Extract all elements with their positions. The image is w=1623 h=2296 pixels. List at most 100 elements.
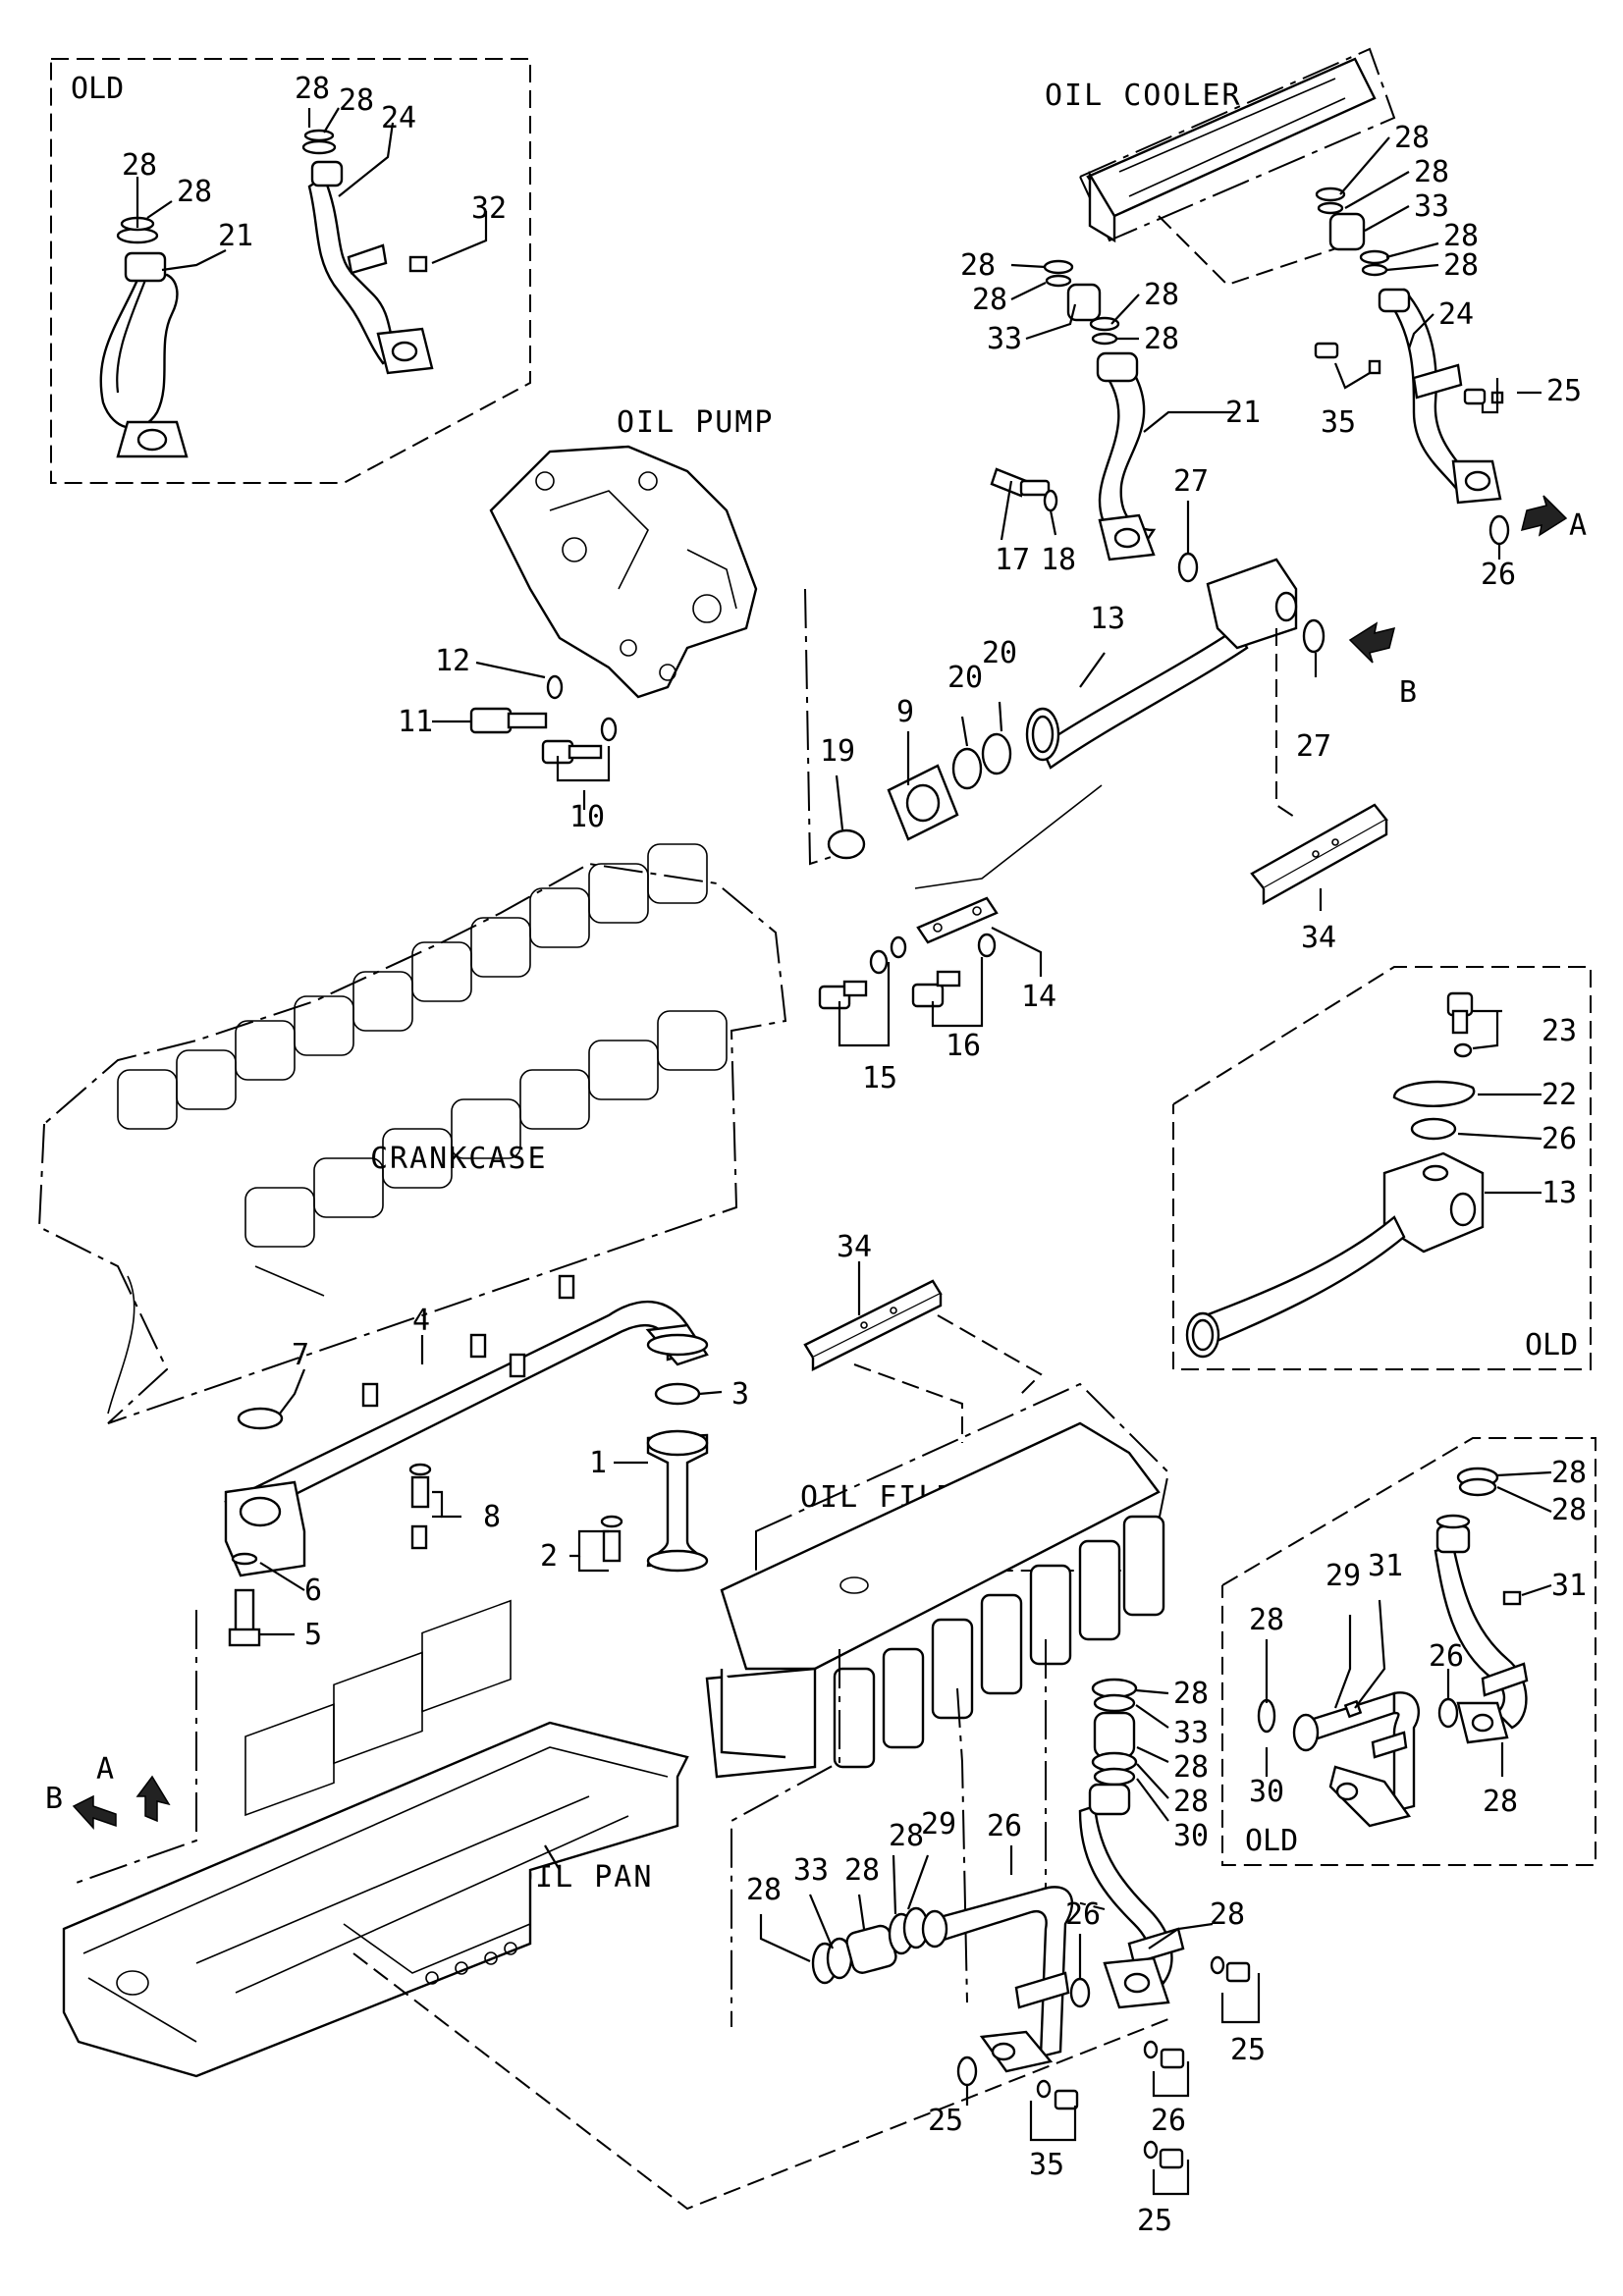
pipe-4-flange (646, 1333, 709, 1357)
callout-28: 28 (1144, 322, 1179, 356)
oil-cooler-assembly: OIL COOLER (960, 47, 1587, 592)
callout-26: 25 (928, 2104, 963, 2138)
callout-20: 20 (947, 661, 983, 695)
callout-24: 24 (381, 101, 416, 135)
callout-26: 26 (1429, 1639, 1464, 1674)
connector-33-left (1066, 283, 1102, 322)
callout-28: 28 (1394, 121, 1430, 155)
o-ring-20a (951, 747, 983, 790)
callout-28: 28 (177, 175, 212, 209)
callout-3: 3 (731, 1377, 749, 1412)
oil-pipe-24-old (307, 175, 400, 365)
callout-6: 6 (304, 1574, 322, 1608)
oil-pipe-13 (1039, 626, 1249, 770)
callout-22: 22 (1542, 1078, 1577, 1112)
callout-28: 28 (889, 1819, 924, 1853)
suction-pipe-4-assembly: 7 4 3 1 8 2 6 5 34 (70, 1230, 1043, 1886)
callout-34: 34 (1301, 921, 1336, 955)
callout-20: 20 (982, 636, 1017, 670)
oil-pump-assembly: OIL PUMP 12 11 10 (398, 405, 847, 866)
callout-23: 23 (1542, 1014, 1577, 1048)
callout-12: 12 (435, 644, 470, 678)
old-inset-right-mid: OLD 23 22 26 13 (1172, 966, 1592, 1370)
direction-label-a: A (96, 1752, 114, 1787)
callout-28: 28 (1144, 278, 1179, 312)
bolt-25 (1463, 388, 1487, 405)
callout-28: 33 (1173, 1716, 1209, 1750)
plug-28 (1257, 1698, 1276, 1734)
callout-13: 13 (1542, 1176, 1577, 1210)
callout-27: 27 (1296, 729, 1331, 764)
callout-28: 28 (746, 1873, 782, 1907)
callout-5: 5 (304, 1618, 322, 1652)
oil-pump-body (489, 445, 758, 699)
callout-28: 28 (295, 72, 330, 106)
callout-28: 28 (1551, 1493, 1587, 1527)
bolt-31-old (1502, 1590, 1522, 1606)
callout-8: 8 (483, 1500, 501, 1534)
callout-28: 30 (1173, 1819, 1209, 1853)
callout-29: 29 (1325, 1559, 1361, 1593)
direction-arrow-b (72, 1794, 117, 1830)
oil-pan-body (62, 1721, 689, 2078)
callout-25: 25 (1546, 374, 1582, 408)
oil-pan: OIL PAN A B (45, 1599, 1174, 2211)
callout-31: 31 (1551, 1569, 1587, 1603)
oil-filter-housing (720, 1421, 1161, 1671)
direction-label-a: A (1569, 508, 1587, 543)
callout-30: 28 (1210, 1897, 1245, 1932)
callout-25: 26 (1151, 2104, 1186, 2138)
callout-13: 13 (1090, 602, 1125, 636)
plate-34-lower (803, 1279, 943, 1360)
o-ring-3 (654, 1382, 701, 1406)
o-ring-19 (827, 828, 866, 860)
o-ring-20b (981, 732, 1012, 775)
callout-26: 26 (1481, 558, 1516, 592)
callout-29: 26 (987, 1809, 1022, 1843)
old-label: OLD (1525, 1328, 1578, 1362)
bracket-14-assembly: 14 15 16 (818, 896, 1056, 1095)
callout-4: 4 (412, 1304, 430, 1338)
callout-9: 9 (896, 695, 914, 729)
bolt-8 (410, 1475, 430, 1509)
old-label: OLD (71, 72, 124, 106)
callout-15: 15 (862, 1061, 897, 1095)
callout-35: 35 (1321, 405, 1356, 440)
oil-filter-assembly: OIL FILTER (705, 1382, 1170, 2027)
callout-11: 11 (398, 705, 433, 739)
pipe-29-flange (979, 2030, 1054, 2073)
bolt-35 (1314, 342, 1339, 359)
callout-33: 28 (844, 1853, 880, 1888)
oil-pipe-29 (931, 1886, 1074, 2058)
cover-22 (1392, 1080, 1476, 1107)
o-ring-27-top (1177, 552, 1199, 583)
bolt-35-b (1159, 2148, 1184, 2169)
callout-34: 34 (837, 1230, 872, 1264)
callout-28: 28 (1551, 1456, 1587, 1490)
oil-pipe-21-old-outline (99, 273, 179, 430)
oil-pump-title: OIL PUMP (617, 405, 775, 440)
callout-28: 28 (1173, 1677, 1209, 1711)
callout-25: 35 (1029, 2148, 1064, 2182)
callout-33: 33 (1414, 189, 1449, 224)
o-ring-7 (237, 1407, 284, 1430)
callout-31: 31 (1368, 1549, 1403, 1583)
pipe-29-old-flange (1328, 1765, 1412, 1828)
pipe-29-assembly: 28 33 28 28 29 26 26 25 35 (746, 1807, 1101, 2182)
callout-21: 21 (218, 219, 253, 253)
pipe-13-block (1206, 558, 1298, 650)
direction-arrow-a (1520, 495, 1568, 537)
crankcase: CRANKCASE (37, 843, 787, 1424)
bolt-25-b (1054, 2089, 1079, 2110)
callout-28: 28 (960, 248, 996, 283)
callout-33: 28 (1173, 1750, 1209, 1785)
o-ring-28-old-d (303, 129, 335, 142)
callout-35: 25 (1230, 2033, 1266, 2067)
bolt-32-old (408, 255, 428, 273)
bolt-35-a (1225, 1961, 1251, 1983)
o-ring-26 (1437, 1697, 1459, 1729)
old-label: OLD (1245, 1824, 1298, 1858)
pipe-30-assembly: 28 33 28 28 30 28 25 26 25 (1078, 1677, 1266, 2238)
